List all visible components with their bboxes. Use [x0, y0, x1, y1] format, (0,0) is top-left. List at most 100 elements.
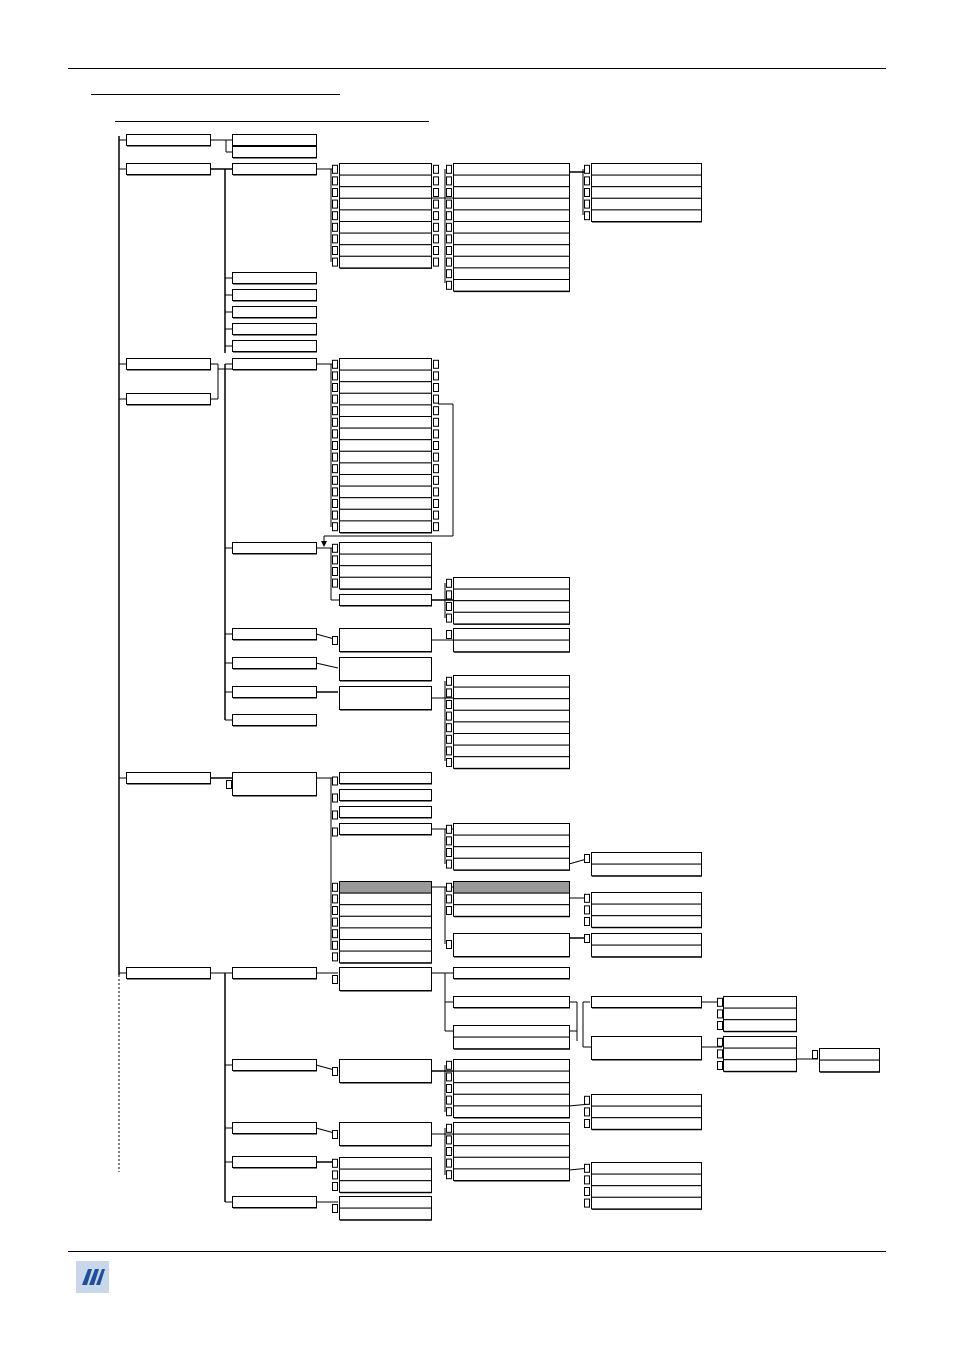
menu-box [339, 657, 432, 681]
menu-box [339, 186, 432, 199]
branch-marker [446, 1123, 452, 1133]
menu-box [339, 686, 432, 710]
branch-marker [332, 464, 338, 474]
branch-marker [446, 824, 452, 834]
menu-box [591, 209, 702, 222]
menu-box [339, 892, 432, 906]
branch-marker [446, 211, 452, 221]
branch-marker [446, 1095, 452, 1105]
branch-marker [433, 176, 439, 186]
menu-box [339, 576, 432, 590]
menu-box [453, 1082, 570, 1095]
menu-box [591, 892, 702, 905]
menu-box [339, 881, 432, 894]
menu-box [453, 834, 570, 848]
branch-marker [332, 222, 338, 232]
menu-box [232, 1196, 317, 1208]
branch-marker [446, 836, 452, 846]
branch-marker [446, 894, 452, 904]
menu-box [339, 772, 432, 784]
menu-box [232, 323, 317, 335]
menu-box [453, 1145, 570, 1158]
branch-marker [584, 211, 590, 221]
branch-marker [433, 522, 439, 532]
menu-box [591, 174, 702, 188]
menu-box [591, 1162, 702, 1175]
branch-marker [433, 441, 439, 450]
branch-marker [446, 1060, 452, 1070]
branch-marker [446, 688, 452, 698]
branch-marker [332, 441, 338, 450]
section-subtitle-underline [115, 121, 429, 122]
branch-marker [717, 1021, 723, 1030]
branch-marker [446, 613, 452, 623]
branch-marker [446, 1107, 452, 1117]
menu-box [591, 933, 702, 946]
menu-box [232, 542, 317, 554]
menu-box [453, 174, 570, 188]
menu-box [591, 903, 702, 917]
branch-marker [433, 394, 439, 404]
branch-marker [433, 211, 439, 221]
menu-box [339, 497, 432, 510]
menu-box [453, 1156, 570, 1170]
branch-marker [446, 882, 452, 892]
branch-marker [584, 905, 590, 915]
branch-marker [584, 893, 590, 903]
menu-box [232, 163, 317, 175]
menu-box [126, 967, 211, 979]
menu-box [453, 892, 570, 906]
branch-marker [446, 711, 452, 721]
menu-box [591, 197, 702, 211]
menu-box [819, 1048, 880, 1061]
branch-marker [332, 827, 338, 837]
menu-box [339, 358, 432, 371]
branch-marker [584, 1175, 590, 1185]
branch-marker [446, 199, 452, 209]
branch-marker [332, 555, 338, 565]
branch-marker [332, 1204, 338, 1213]
menu-box [591, 863, 702, 877]
menu-box [453, 639, 570, 653]
menu-box [453, 209, 570, 222]
branch-marker [332, 810, 338, 820]
branch-marker [433, 487, 439, 497]
branch-marker [446, 734, 452, 744]
branch-marker [446, 188, 452, 197]
branch-marker [332, 578, 338, 588]
branch-marker [717, 1049, 723, 1059]
branch-marker [433, 510, 439, 520]
menu-box [339, 232, 432, 246]
branch-marker [332, 906, 338, 915]
branch-marker [584, 176, 590, 186]
menu-box [339, 553, 432, 567]
menu-box [453, 996, 570, 1008]
menu-box [453, 1036, 570, 1050]
menu-box [453, 1070, 570, 1084]
branch-marker [332, 543, 338, 553]
branch-marker [332, 894, 338, 904]
menu-box [453, 686, 570, 700]
branch-marker [446, 222, 452, 232]
menu-box [339, 427, 432, 441]
branch-marker [332, 199, 338, 209]
branch-marker [433, 499, 439, 508]
menu-box [453, 232, 570, 246]
menu-box [723, 1047, 797, 1061]
branch-marker [584, 199, 590, 209]
menu-box [232, 967, 317, 979]
branch-marker [446, 269, 452, 279]
arrow-head [321, 541, 327, 547]
branch-marker [446, 906, 452, 915]
branch-marker [332, 499, 338, 508]
branch-marker [332, 929, 338, 939]
menu-box [453, 1093, 570, 1107]
menu-box [232, 134, 317, 146]
branch-marker [332, 1130, 338, 1139]
menu-box [232, 628, 317, 640]
branch-marker [584, 1107, 590, 1117]
branch-marker [446, 848, 452, 857]
menu-box [232, 1156, 317, 1168]
branch-marker [446, 176, 452, 186]
menu-box [339, 197, 432, 211]
